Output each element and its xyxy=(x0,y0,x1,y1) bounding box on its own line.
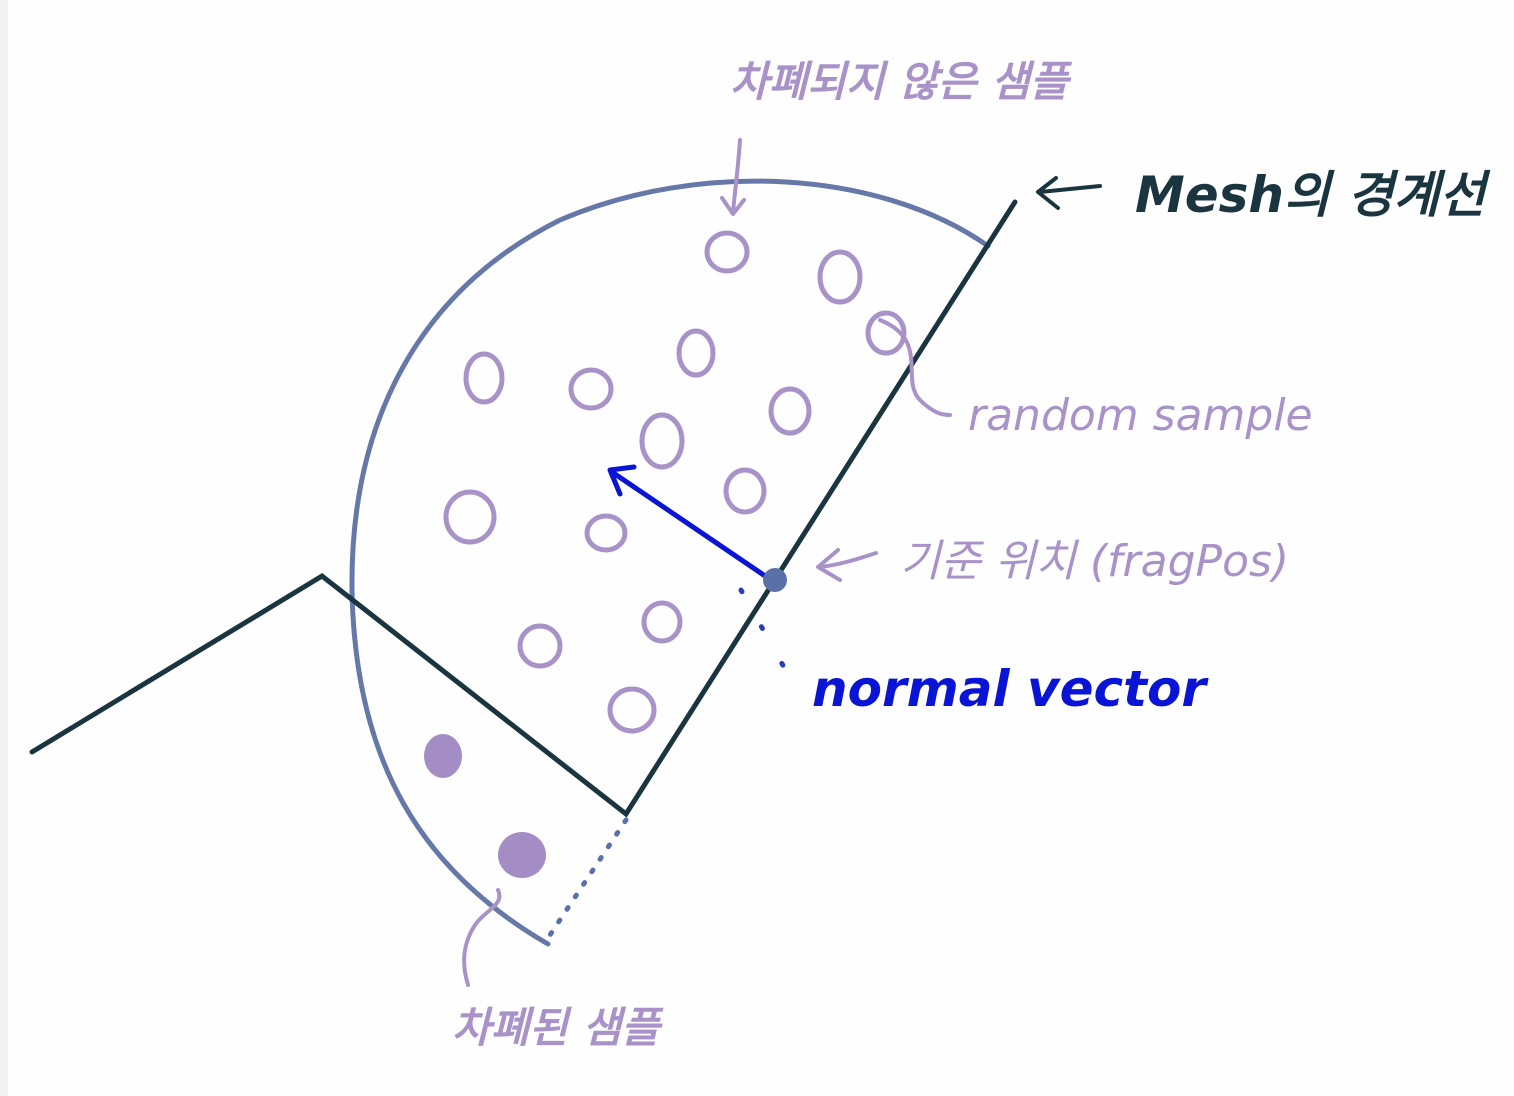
curve-to-random-sample xyxy=(878,318,952,417)
label-mesh-boundary: Mesh의 경계선 xyxy=(1135,166,1491,224)
curve-to-occluded-sample xyxy=(462,888,502,987)
label-normal-vector: normal vector xyxy=(812,660,1209,718)
unoccluded-sample xyxy=(641,600,683,644)
label-unoccluded-samples: 차폐되지 않은 샘플 xyxy=(730,57,1073,106)
unoccluded-sample xyxy=(443,489,497,545)
mesh-boundary-line xyxy=(29,199,1018,818)
occluded-sample xyxy=(498,832,546,878)
arrow-to-unoccluded xyxy=(720,138,746,216)
unoccluded-sample xyxy=(607,686,657,734)
unoccluded-sample xyxy=(639,412,685,470)
unoccluded-sample xyxy=(723,467,767,515)
dotted-extension-normal xyxy=(738,587,793,681)
label-reference-position: 기준 위치 (fragPos) xyxy=(900,536,1289,587)
label-random-sample: random sample xyxy=(968,390,1313,441)
dotted-extension-lower xyxy=(545,817,629,941)
unoccluded-sample xyxy=(676,328,716,378)
arrow-to-frag-position xyxy=(816,548,878,582)
left-border xyxy=(0,0,8,1096)
normal-vector-arrow xyxy=(609,469,774,583)
unoccluded-sample xyxy=(865,310,907,356)
unoccluded-sample xyxy=(584,513,628,553)
normal-vector-arrowhead xyxy=(607,464,637,497)
unoccluded-sample xyxy=(517,623,563,669)
hemisphere-arc xyxy=(349,178,991,947)
occluded-sample xyxy=(424,734,462,778)
label-occluded-samples: 차폐된 샘플 xyxy=(452,1003,664,1052)
frag-position-dot xyxy=(763,568,787,592)
unoccluded-sample xyxy=(768,386,812,436)
unoccluded-sample xyxy=(568,367,614,411)
unoccluded-sample xyxy=(463,351,505,405)
unoccluded-sample xyxy=(704,230,750,274)
unoccluded-sample xyxy=(817,249,863,305)
arrow-to-mesh-boundary xyxy=(1036,176,1102,210)
unoccluded-sample-group xyxy=(443,230,907,734)
